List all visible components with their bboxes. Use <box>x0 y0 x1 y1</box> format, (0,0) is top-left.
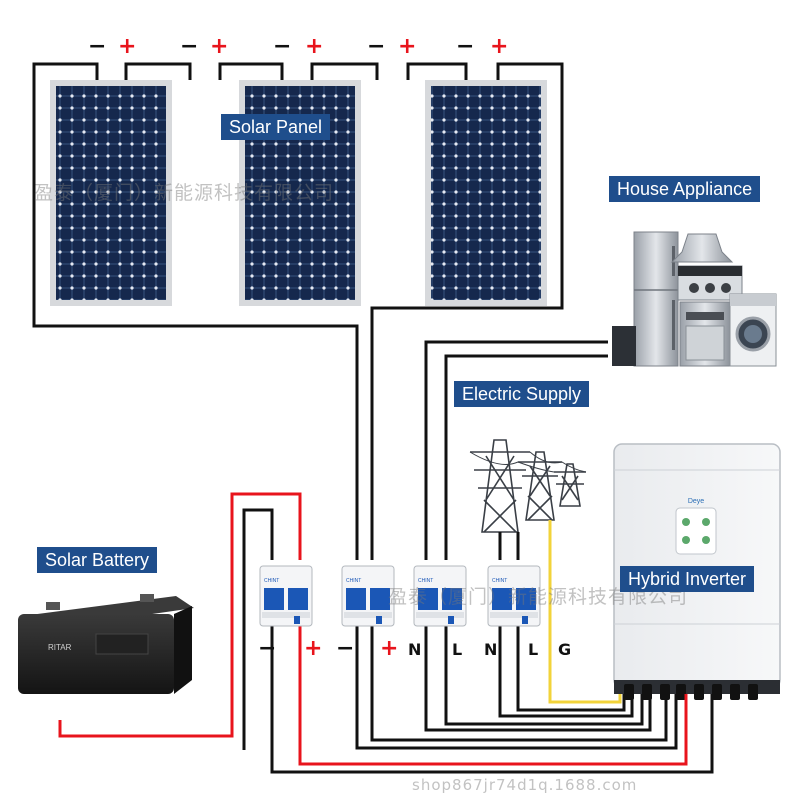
panel4-pos-sign: + <box>398 34 417 59</box>
panel3-pos-sign: + <box>305 34 324 59</box>
panel1-pos-sign: + <box>118 34 137 59</box>
ground-g-label: G <box>558 640 572 659</box>
breakers <box>259 565 541 627</box>
solar-panel-1 <box>50 80 172 306</box>
grid-l-label: L <box>528 640 539 659</box>
pv-neg-label: − <box>336 636 355 661</box>
breaker-brand-text: CHINT <box>492 578 507 584</box>
inverter-brand-text: Deye <box>688 498 704 505</box>
panel5-neg-sign: − <box>456 34 475 59</box>
battery-brand-text: RITAR <box>48 643 72 652</box>
house-appliance-label: House Appliance <box>609 176 761 202</box>
breaker-load <box>413 565 467 627</box>
breaker-battery <box>259 565 313 627</box>
company-watermark-top: 盈泰（厦门）新能源科技有限公司 <box>34 182 335 204</box>
breaker-brand-text: CHINT <box>418 578 433 584</box>
panel5-pos-sign: + <box>490 34 509 59</box>
battery-neg-label: − <box>258 636 277 661</box>
pv-pos-label: + <box>380 636 399 661</box>
panel-string-wires <box>32 62 564 560</box>
breaker-pv <box>341 565 395 627</box>
breaker-brand-text: CHINT <box>264 578 279 584</box>
solar-battery-label: Solar Battery <box>37 547 158 573</box>
hybrid-inverter-label: Hybrid Inverter <box>620 566 755 592</box>
breaker-brand-text: CHINT <box>346 578 361 584</box>
house-appliance-image <box>612 231 777 367</box>
panel3-neg-sign: − <box>273 34 292 59</box>
ground-wire <box>548 520 622 704</box>
system-black-wires <box>242 340 714 774</box>
transmission-towers-image <box>469 439 587 533</box>
solar-panel-label: Solar Panel <box>221 114 331 140</box>
battery-positive-wire <box>58 492 688 766</box>
shop-watermark: shop867jr74d1q.1688.com <box>412 776 638 794</box>
company-watermark-bottom: 盈泰（厦门）新能源科技有限公司 <box>388 586 689 608</box>
load-l-label: L <box>452 640 463 659</box>
grid-n-label: N <box>484 640 498 659</box>
solar-battery-image <box>18 594 194 694</box>
panel2-pos-sign: + <box>210 34 229 59</box>
panel2-neg-sign: − <box>180 34 199 59</box>
solar-panel-3 <box>425 80 547 306</box>
electric-supply-label: Electric Supply <box>454 381 590 407</box>
load-n-label: N <box>408 640 422 659</box>
breaker-grid <box>487 565 541 627</box>
panel1-neg-sign: − <box>88 34 107 59</box>
battery-pos-label: + <box>304 636 323 661</box>
panel4-neg-sign: − <box>367 34 386 59</box>
